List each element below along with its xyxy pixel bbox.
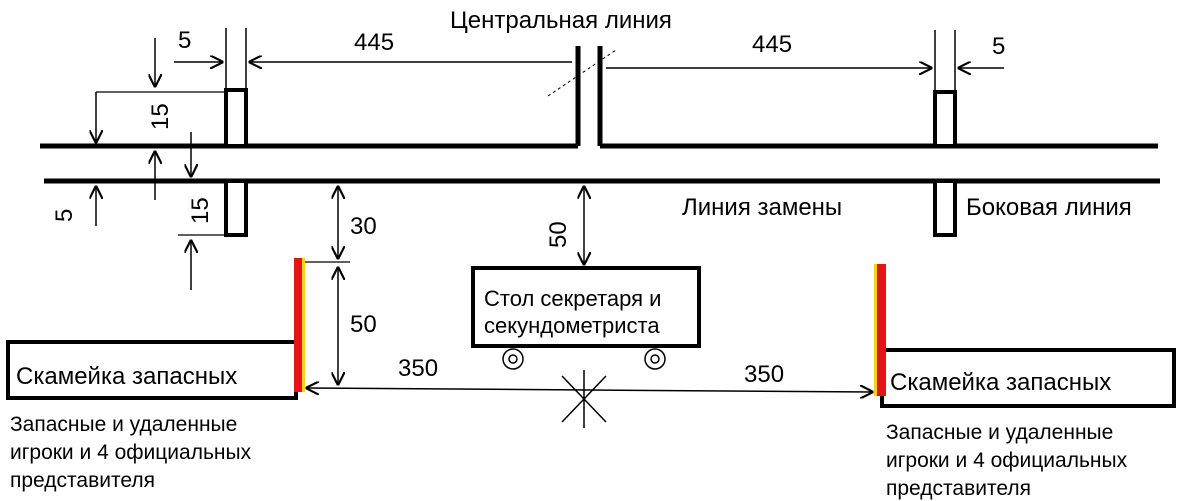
secretary-table bbox=[471, 266, 701, 370]
dimension-50-left-label: 50 bbox=[350, 311, 377, 338]
dimension-50-left bbox=[303, 261, 350, 384]
left-bench-note-line1: Запасные и удаленные bbox=[10, 413, 237, 436]
dimension-350-right-label: 350 bbox=[744, 361, 784, 388]
left-bench-note-line3: представителя bbox=[10, 469, 155, 492]
right-bench bbox=[874, 264, 1176, 408]
dimension-50-center-label: 50 bbox=[545, 221, 572, 248]
dimension-5-top-right-label: 5 bbox=[992, 33, 1005, 60]
right-bench-note-line1: Запасные и удаленные bbox=[886, 421, 1113, 444]
left-substitution-mark bbox=[224, 28, 248, 237]
left-bench bbox=[6, 258, 305, 400]
dimension-445-right-label: 445 bbox=[752, 31, 792, 58]
left-bench-note-line2: игроки и 4 официальных bbox=[10, 441, 252, 464]
dimension-15-upper-label: 15 bbox=[147, 103, 174, 130]
center-cross-marker bbox=[561, 370, 607, 428]
side-line-label: Боковая линия bbox=[966, 194, 1132, 221]
wheel-icon bbox=[502, 348, 524, 370]
dimension-445-left-label: 445 bbox=[354, 29, 394, 56]
substitution-line-label: Линия замены bbox=[682, 194, 842, 221]
left-bench-marker bbox=[294, 258, 304, 392]
right-bench-note-line3: представителя bbox=[886, 477, 1031, 500]
left-bench-label: Скамейка запасных bbox=[16, 363, 237, 390]
right-bench-label: Скамейка запасных bbox=[890, 369, 1111, 396]
right-substitution-mark bbox=[933, 30, 957, 237]
center-line-label: Центральная линия bbox=[450, 7, 672, 34]
right-bench-note-line2: игроки и 4 официальных bbox=[886, 449, 1128, 472]
dimension-5-top-left-label: 5 bbox=[178, 27, 191, 54]
dimension-15-lower-label: 15 bbox=[187, 197, 214, 224]
dimension-5-left-label: 5 bbox=[51, 209, 78, 222]
dimension-15-lower bbox=[178, 132, 226, 290]
secretary-table-label-line2: секундометриста bbox=[484, 313, 660, 338]
dimension-30-label: 30 bbox=[350, 213, 377, 240]
wheel-icon bbox=[644, 348, 666, 370]
dimension-350 bbox=[307, 388, 872, 392]
secretary-table-label-line1: Стол секретаря и bbox=[484, 286, 661, 311]
right-bench-marker bbox=[876, 264, 886, 396]
dimension-350-left-label: 350 bbox=[398, 355, 438, 382]
center-line-marker bbox=[547, 46, 617, 146]
dimension-15-upper bbox=[96, 38, 226, 200]
